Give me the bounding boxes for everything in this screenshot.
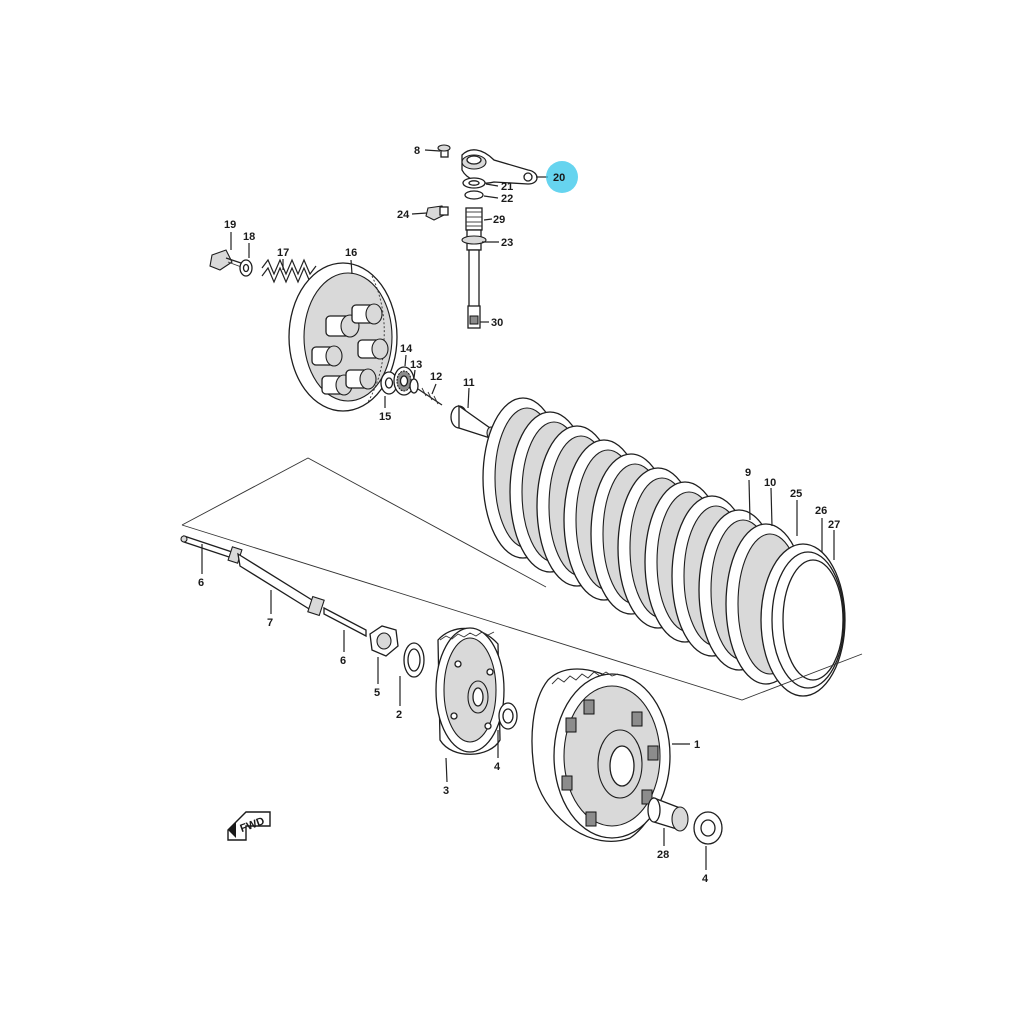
- part-spring-17[interactable]: [261, 258, 317, 284]
- part-shaft-23[interactable]: [461, 229, 487, 309]
- part-pin-6b[interactable]: [323, 606, 367, 638]
- callout-8: 8: [414, 145, 420, 157]
- part-bearing-29[interactable]: [465, 207, 483, 231]
- callout-24: 24: [397, 209, 410, 221]
- callout-4b: 4: [702, 873, 709, 885]
- callout-14: 14: [400, 343, 413, 355]
- callout-11: 11: [463, 377, 475, 389]
- callout-labels: 8 20 21 22 24 29 23 30 19 18 17 16 14 13…: [198, 145, 840, 885]
- callout-30: 30: [491, 317, 503, 329]
- part-bolt-24[interactable]: [425, 205, 449, 221]
- release-lever-assembly: [411, 144, 548, 329]
- shaft-assembly: [180, 535, 425, 706]
- part-rings-26-27[interactable]: [760, 543, 846, 697]
- callout-20: 20: [553, 172, 565, 184]
- part-bolt-19[interactable]: [209, 249, 245, 271]
- callout-13: 13: [410, 359, 422, 371]
- callout-21: 21: [501, 181, 513, 193]
- callout-1: 1: [694, 739, 700, 751]
- callout-22: 22: [501, 193, 513, 205]
- part-lever-20[interactable]: [461, 149, 538, 185]
- part-washer-18[interactable]: [239, 259, 253, 277]
- callout-9: 9: [745, 467, 751, 479]
- callout-25: 25: [790, 488, 802, 500]
- callout-23: 23: [501, 237, 513, 249]
- part-bearing-14[interactable]: [393, 366, 415, 396]
- clutch-plate-stack: [482, 397, 846, 697]
- fwd-direction-arrow: FWD: [227, 811, 271, 841]
- part-washer-21[interactable]: [462, 177, 486, 189]
- callout-10: 10: [764, 477, 776, 489]
- highlight-marker-20: [546, 161, 578, 193]
- part-hub-3[interactable]: [435, 627, 505, 755]
- part-basket-1[interactable]: [531, 668, 671, 842]
- part-shaft-end-30[interactable]: [467, 305, 481, 329]
- part-pressure-plate-16[interactable]: [288, 262, 398, 412]
- callout-5: 5: [374, 687, 380, 699]
- callout-3: 3: [443, 785, 449, 797]
- part-nut-5[interactable]: [369, 625, 399, 657]
- part-rod-12[interactable]: [417, 387, 443, 406]
- callout-16: 16: [345, 247, 357, 259]
- callout-29: 29: [493, 214, 505, 226]
- part-ring-15[interactable]: [380, 371, 398, 395]
- callout-27: 27: [828, 519, 840, 531]
- callout-7: 7: [267, 617, 273, 629]
- part-washer-2[interactable]: [403, 642, 425, 678]
- pressure-plate-assembly: [209, 232, 496, 440]
- part-screw-8[interactable]: [437, 144, 451, 158]
- part-collar-28[interactable]: [647, 797, 689, 832]
- callout-17: 17: [277, 247, 289, 259]
- callout-6a: 6: [198, 577, 204, 589]
- callout-26: 26: [815, 505, 827, 517]
- part-washer-4b[interactable]: [693, 811, 723, 845]
- callout-4a: 4: [494, 761, 501, 773]
- callout-15: 15: [379, 411, 391, 423]
- callout-18: 18: [243, 231, 255, 243]
- clutch-hub-assembly: [435, 627, 723, 870]
- callout-2: 2: [396, 709, 402, 721]
- part-oring-22[interactable]: [464, 190, 484, 200]
- part-washer-13[interactable]: [409, 378, 419, 394]
- callout-28: 28: [657, 849, 669, 861]
- assembly-frame: [181, 457, 863, 701]
- part-pushpiece-11[interactable]: [450, 404, 496, 440]
- callout-19: 19: [224, 219, 236, 231]
- pressure-plate-bosses: [311, 303, 389, 396]
- part-rod-7[interactable]: [227, 546, 325, 617]
- callout-6b: 6: [340, 655, 346, 667]
- part-washer-4a[interactable]: [498, 702, 518, 730]
- clutch-plates[interactable]: [482, 397, 807, 685]
- callout-12: 12: [430, 371, 442, 383]
- part-pin-6a[interactable]: [180, 535, 233, 559]
